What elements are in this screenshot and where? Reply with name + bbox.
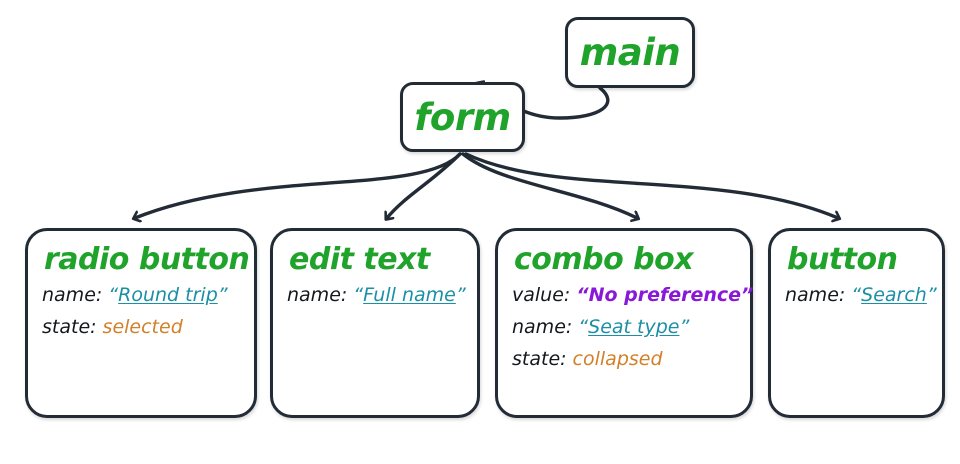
attribute-value: “Full name” — [353, 284, 466, 307]
attribute-key: name: — [287, 284, 348, 306]
quote-close: ” — [741, 284, 754, 306]
attribute-value-text: Search — [861, 284, 927, 306]
attribute-value-text: No preference — [588, 284, 742, 306]
attribute-value: collapsed — [572, 347, 663, 370]
node-combo-box-label: combo box — [514, 242, 694, 277]
attribute-row: name: “Round trip” — [42, 284, 240, 307]
attribute-value-text: Seat type — [588, 315, 680, 338]
attribute-key: state: — [512, 347, 567, 370]
node-main-label: main — [579, 31, 681, 74]
quote-close: ” — [455, 284, 466, 306]
quote-close: ” — [679, 315, 690, 338]
node-radio-button[interactable]: radio button name: “Round trip” state: s… — [25, 228, 257, 418]
attribute-key: name: — [512, 315, 573, 338]
attribute-value: “Seat type” — [578, 315, 690, 339]
edge-form-to-button — [464, 152, 838, 218]
node-form-label: form — [414, 95, 511, 139]
attribute-value: selected — [102, 315, 183, 338]
attribute-key: name: — [42, 284, 103, 306]
node-button-label: button — [787, 242, 898, 277]
attribute-key: name: — [785, 284, 846, 306]
attribute-value: “No preference” — [576, 284, 754, 307]
edge-form-to-radio-button — [135, 152, 462, 218]
quote-close: ” — [217, 284, 228, 306]
attribute-key: value: — [512, 284, 571, 306]
edge-form-to-edit-text — [387, 152, 462, 218]
quote-open: “ — [576, 284, 589, 306]
attribute-key: state: — [42, 315, 97, 338]
node-edit-text[interactable]: edit text name: “Full name” — [270, 228, 480, 418]
attribute-value: “Round trip” — [108, 284, 228, 307]
edge-form-to-combo-box — [461, 152, 637, 218]
attribute-value: “Search” — [851, 284, 937, 307]
attribute-row: state: collapsed — [512, 347, 736, 371]
node-radio-button-label: radio button — [44, 242, 250, 277]
quote-open: “ — [108, 284, 119, 306]
node-form[interactable]: form — [400, 82, 525, 152]
attribute-row: value: “No preference” — [512, 284, 753, 307]
attribute-row: state: selected — [42, 315, 240, 339]
quote-open: “ — [353, 284, 364, 306]
attribute-value-text: Round trip — [118, 284, 218, 306]
node-button[interactable]: button name: “Search” — [768, 228, 945, 418]
attribute-row: name: “Full name” — [287, 284, 466, 307]
attribute-row: name: “Seat type” — [512, 315, 736, 339]
node-edit-text-label: edit text — [289, 242, 430, 277]
node-combo-box[interactable]: combo box value: “No preference” name: “… — [495, 228, 753, 418]
quote-open: “ — [851, 284, 862, 306]
quote-open: “ — [578, 315, 589, 338]
attribute-value-text: Full name — [363, 284, 456, 306]
node-main[interactable]: main — [565, 17, 695, 88]
quote-close: ” — [926, 284, 937, 306]
attribute-row: name: “Search” — [785, 284, 937, 307]
